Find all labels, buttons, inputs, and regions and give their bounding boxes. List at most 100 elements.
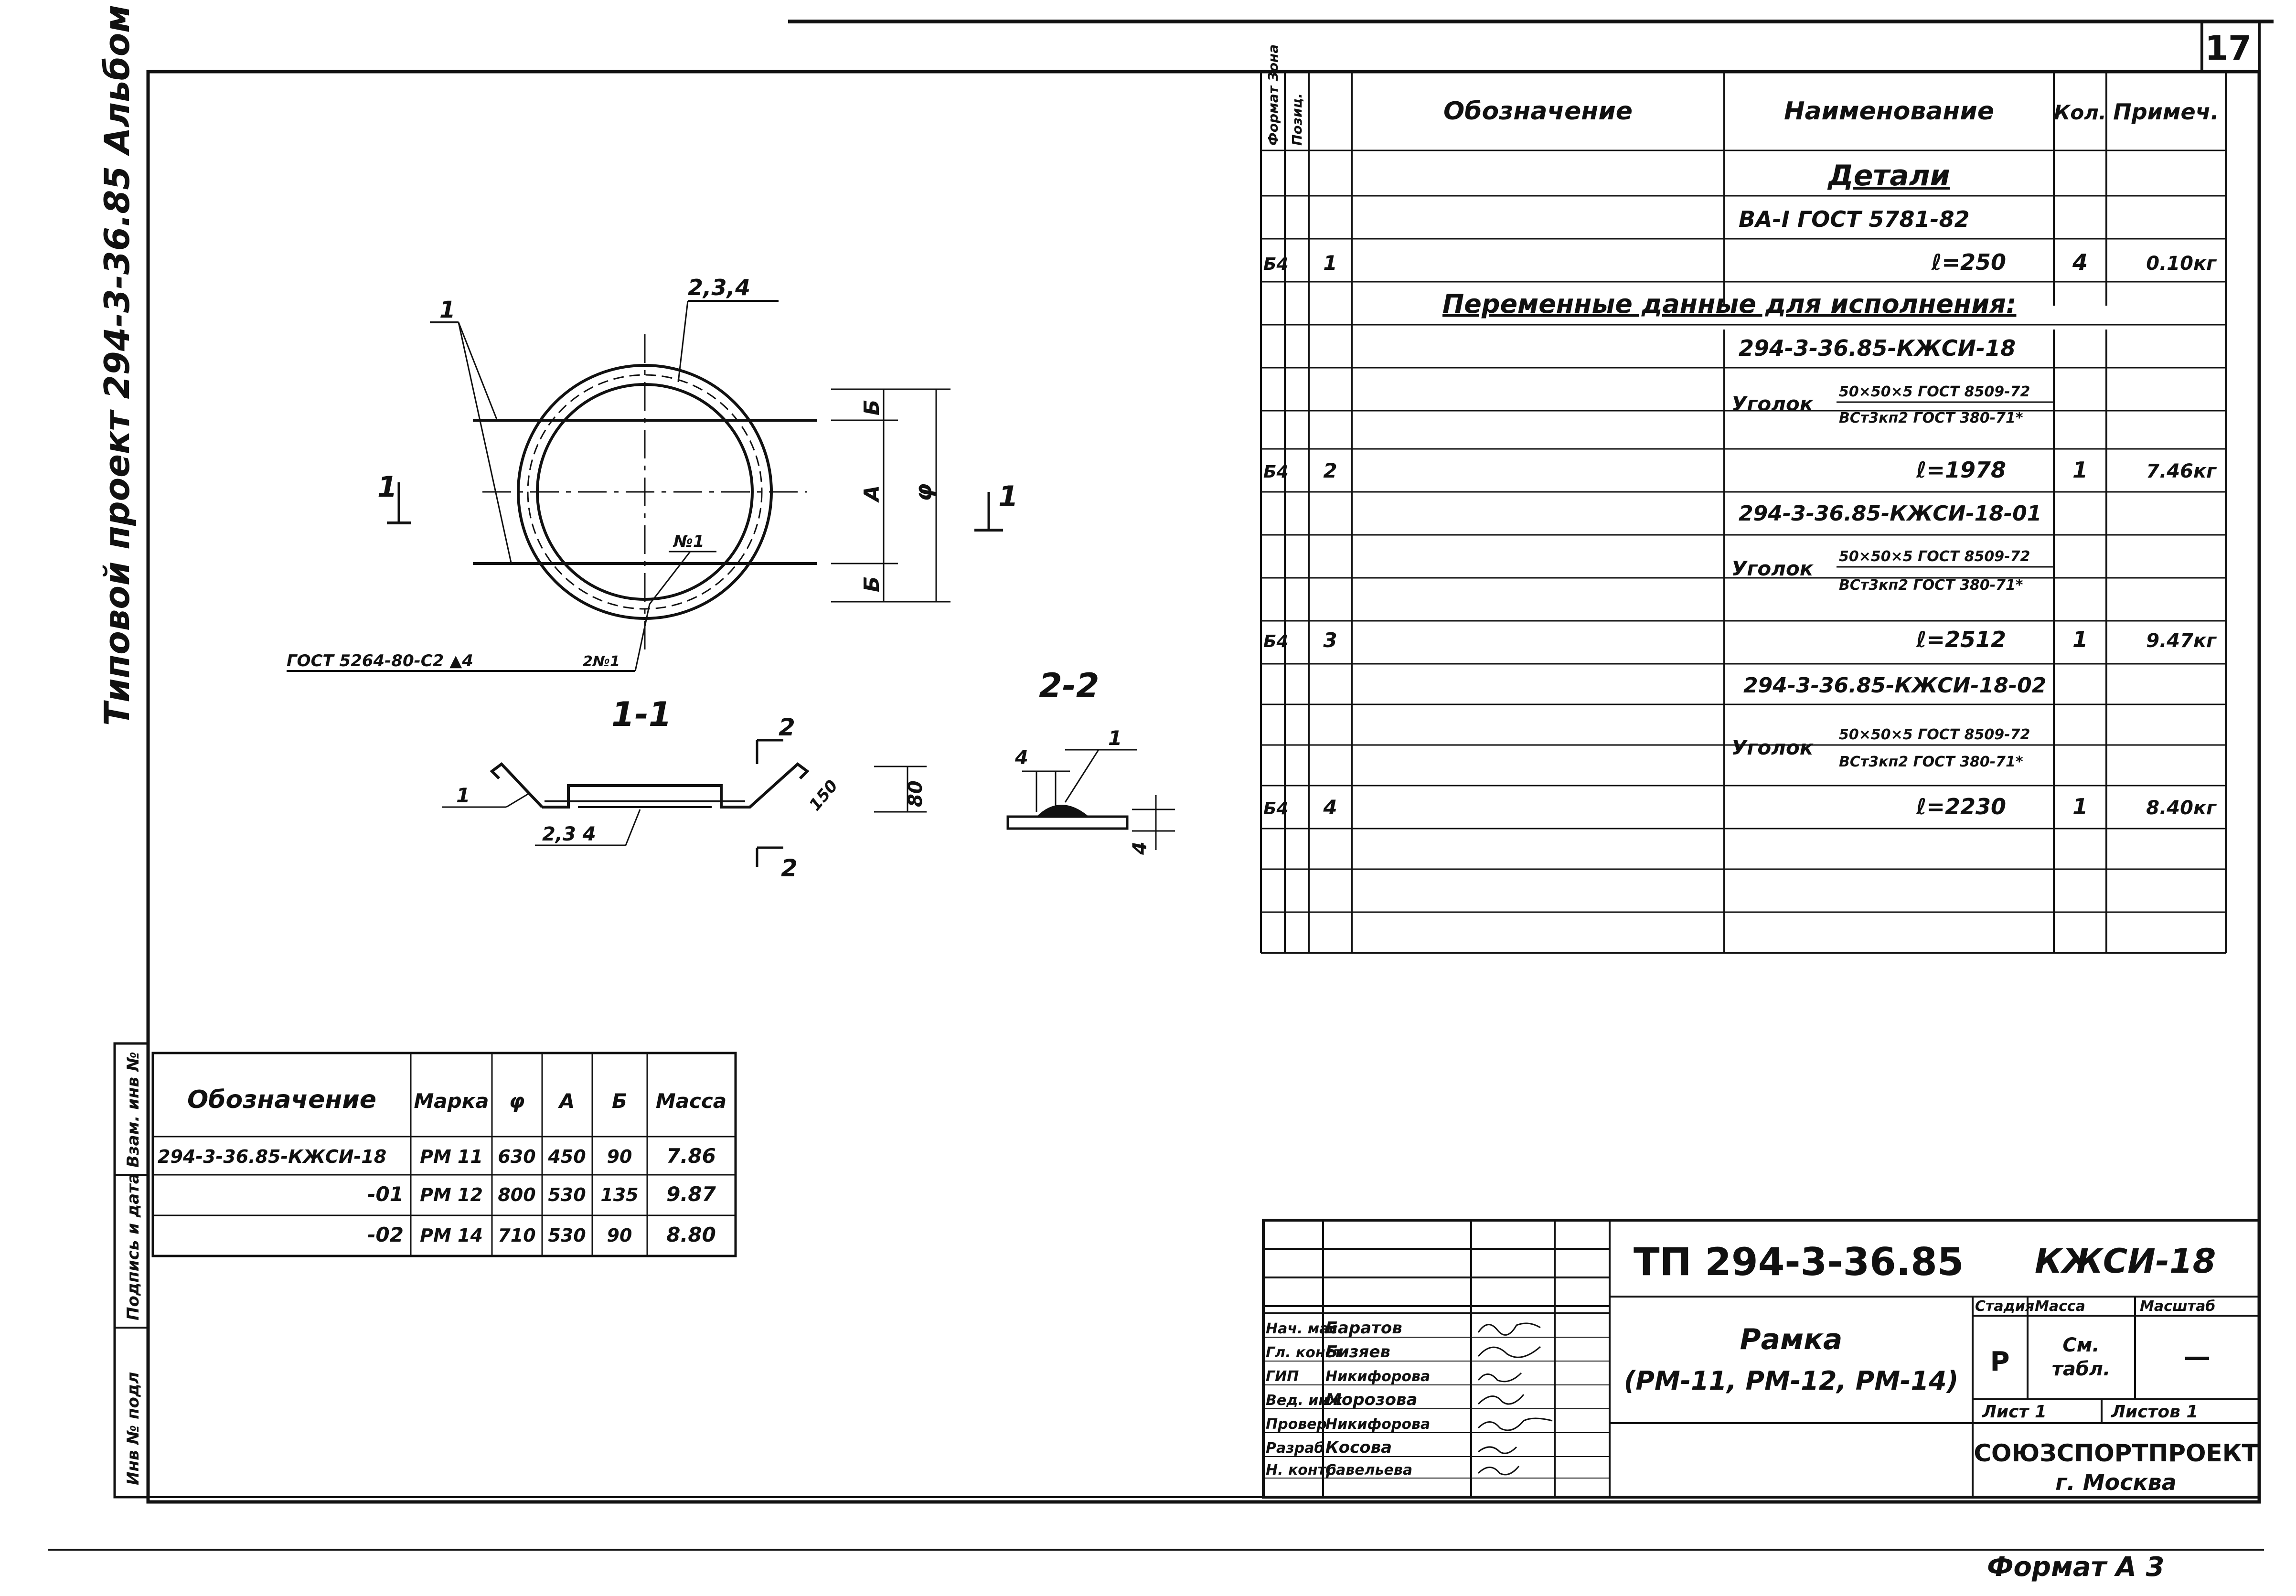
person-name-3: Никифорова bbox=[1325, 1368, 1430, 1385]
row2-name: ℓ=1978 bbox=[1916, 457, 2006, 483]
dim-B-bottom-label: Б bbox=[860, 576, 884, 592]
weld-label: ГОСТ 5264-80-С2 ▲4 bbox=[287, 651, 473, 670]
variants-row1-B: 90 bbox=[607, 1146, 632, 1167]
variants-header-A: А bbox=[558, 1089, 575, 1113]
section-1-1 bbox=[442, 739, 927, 867]
title-code: ТП 294-3-36.85 bbox=[1634, 1240, 1964, 1284]
variants-row3-phi: 710 bbox=[498, 1225, 535, 1246]
angle18-bottom: ВСт3кп2 ГОСТ 380-71* bbox=[1839, 410, 2023, 426]
angle18-01-prefix: Уголок bbox=[1731, 557, 1814, 580]
variants-row1-A: 450 bbox=[547, 1146, 586, 1167]
angle18-02-prefix: Уголок bbox=[1731, 736, 1814, 759]
row2-qty: 1 bbox=[2072, 457, 2088, 483]
angle18-02-top: 50×50×5 ГОСТ 8509-72 bbox=[1839, 726, 2030, 743]
section-1-1-title: 1-1 bbox=[611, 695, 672, 734]
title-scale: — bbox=[2184, 1341, 2211, 1373]
variants-row1-designation: 294-3-36.85-КЖСИ-18 bbox=[158, 1146, 386, 1167]
row1-note: 0.10кг bbox=[2146, 253, 2217, 275]
variable-data-header: Переменные данные для исполнения: bbox=[1442, 289, 2016, 319]
angle18-02-bottom: ВСт3кп2 ГОСТ 380-71* bbox=[1839, 754, 2023, 770]
spec-table bbox=[1260, 72, 2227, 954]
side-stamp-sign: Подпись и дата bbox=[124, 1173, 143, 1320]
variants-row3-A: 530 bbox=[548, 1225, 586, 1246]
title-sheets: Листов 1 bbox=[2111, 1402, 2198, 1422]
spec-header-name: Наименование bbox=[1784, 97, 1994, 126]
plan-label-pos234: 2,3,4 bbox=[688, 275, 750, 300]
row4-pos: 4 bbox=[1323, 796, 1337, 819]
title-city: г. Москва bbox=[2055, 1469, 2177, 1495]
person-role-6: Разраб bbox=[1266, 1440, 1324, 1457]
row4-note: 8.40кг bbox=[2146, 797, 2217, 819]
row4-format: Б4 bbox=[1263, 799, 1289, 819]
section-2-2-dim4-side: 4 bbox=[1129, 841, 1151, 855]
variants-header-designation: Обозначение bbox=[187, 1085, 376, 1114]
angle18-top: 50×50×5 ГОСТ 8509-72 bbox=[1839, 383, 2030, 400]
side-stamp bbox=[113, 1042, 150, 1499]
person-name-6: Косова bbox=[1325, 1438, 1392, 1457]
person-role-1: Нач. мас bbox=[1266, 1320, 1338, 1337]
title-block bbox=[1262, 1219, 2261, 1499]
variants-row2-mass: 9.87 bbox=[666, 1182, 716, 1206]
angle18-prefix: Уголок bbox=[1731, 392, 1814, 415]
section-2-2 bbox=[1006, 749, 1175, 850]
row1-pos: 1 bbox=[1323, 251, 1337, 275]
variants-row1-mass: 7.86 bbox=[666, 1144, 716, 1168]
variants-table bbox=[151, 1052, 737, 1257]
ring-plan-view bbox=[287, 300, 1003, 672]
variants-row2-phi: 800 bbox=[498, 1184, 535, 1205]
angle18-01-bottom: ВСт3кп2 ГОСТ 380-71* bbox=[1839, 577, 2023, 594]
format-label: Формат А 3 bbox=[1987, 1552, 2164, 1583]
title-col-scale: Масштаб bbox=[2140, 1298, 2215, 1315]
section-cut-2-bottom: 2 bbox=[781, 854, 798, 882]
weld-number-label: №1 bbox=[673, 532, 705, 551]
section-2-2-title: 2-2 bbox=[1039, 666, 1099, 705]
variants-row3-mark: РМ 14 bbox=[420, 1225, 483, 1246]
variants-row2-B: 135 bbox=[600, 1184, 638, 1205]
row3-name: ℓ=2512 bbox=[1916, 627, 2006, 652]
title-mass-line2: табл. bbox=[2052, 1358, 2111, 1380]
variants-header-B: Б bbox=[612, 1089, 627, 1113]
spec-header-qty: Кол. bbox=[2054, 101, 2106, 124]
section-cut-2-top: 2 bbox=[779, 713, 795, 741]
variants-header-mass: Масса bbox=[656, 1089, 726, 1113]
section-details-title: Детали bbox=[1827, 159, 1950, 192]
row3-qty: 1 bbox=[2072, 627, 2088, 652]
spec-header-position: Позиц. bbox=[1289, 93, 1305, 146]
variants-row1-phi: 630 bbox=[498, 1146, 535, 1167]
row2-note: 7.46кг bbox=[2146, 460, 2217, 482]
title-name-line1: Рамка bbox=[1740, 1323, 1843, 1356]
section-1-1-pos234: 2,3 4 bbox=[542, 823, 596, 845]
dim-80-label: 80 bbox=[905, 780, 927, 807]
variants-row3-B: 90 bbox=[607, 1225, 632, 1246]
row4-name: ℓ=2230 bbox=[1916, 794, 2006, 819]
row1-format: Б4 bbox=[1263, 255, 1289, 274]
row1-name: ℓ=250 bbox=[1931, 249, 2006, 275]
person-role-2: Гл. конст bbox=[1266, 1344, 1343, 1361]
person-role-3: ГИП bbox=[1266, 1368, 1299, 1385]
person-role-5: Провер bbox=[1266, 1416, 1327, 1433]
sheet-number: 17 bbox=[2205, 29, 2251, 68]
variants-row3-designation: -02 bbox=[367, 1223, 404, 1246]
plan-label-pos1: 1 bbox=[439, 297, 455, 323]
title-org: СОЮЗСПОРТПРОЕКТ bbox=[1974, 1439, 2258, 1467]
variants-row2-A: 530 bbox=[548, 1184, 586, 1205]
variant18-02-designation: 294-3-36.85-КЖСИ-18-02 bbox=[1743, 673, 2046, 698]
title-col-mass: Масса bbox=[2035, 1298, 2085, 1315]
side-stamp-inv: Инв № подл bbox=[124, 1372, 143, 1485]
variants-header-phi: φ bbox=[509, 1089, 525, 1113]
title-name-line2: (РМ-11, РМ-12, РМ-14) bbox=[1624, 1366, 1959, 1396]
row3-pos: 3 bbox=[1323, 628, 1337, 652]
person-role-4: Вед. инж bbox=[1266, 1392, 1343, 1409]
plan-cut-left: 1 bbox=[377, 470, 397, 504]
row4-qty: 1 bbox=[2072, 794, 2088, 819]
dim-A-label: А bbox=[860, 485, 884, 503]
title-sheet: Лист 1 bbox=[1982, 1402, 2047, 1422]
variants-header-mark: Марка bbox=[414, 1089, 489, 1113]
dim-150-label: 150 bbox=[805, 777, 842, 815]
variant18-01-designation: 294-3-36.85-КЖСИ-18-01 bbox=[1739, 501, 2041, 526]
row3-format: Б4 bbox=[1263, 632, 1289, 651]
title-stage: Р bbox=[1990, 1346, 2009, 1377]
side-stamp-replace: Взам. инв № bbox=[124, 1052, 143, 1168]
plan-cut-right: 1 bbox=[998, 480, 1018, 513]
